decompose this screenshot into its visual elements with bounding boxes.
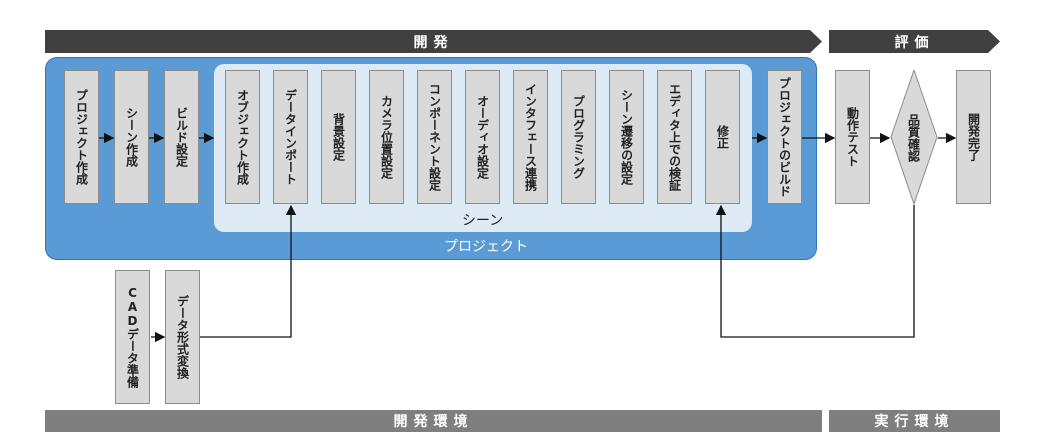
phase-eval-bar: 評価 xyxy=(829,30,1000,53)
decision-quality-check: 品質確認 xyxy=(890,70,938,205)
scene-step: シーン遷移の設定 xyxy=(609,70,644,204)
step-dev-complete: 開発完了 xyxy=(956,70,991,204)
scene-step: 背景設定 xyxy=(321,70,356,204)
scene-step: オーディオ設定 xyxy=(465,70,500,204)
env-runtime-bar: 実行環境 xyxy=(829,410,1000,432)
step-cad-prep: CADデータ準備 xyxy=(115,270,150,404)
scene-step: エディタ上での検証 xyxy=(657,70,692,204)
step-project-create: プロジェクト作成 xyxy=(64,70,99,204)
env-dev-bar: 開発環境 xyxy=(45,410,822,432)
scene-step: データインポート xyxy=(273,70,308,204)
scene-step: カメラ位置設定 xyxy=(369,70,404,204)
step-project-build: プロジェクトのビルド xyxy=(767,70,802,204)
step-format-convert: データ形式変換 xyxy=(165,270,200,404)
scene-label: シーン xyxy=(462,213,504,229)
step-scene-create: シーン作成 xyxy=(114,70,149,204)
step-operation-test: 動作テスト xyxy=(835,70,870,204)
project-label: プロジェクト xyxy=(444,239,528,255)
step-build-settings: ビルド設定 xyxy=(164,70,199,204)
phase-dev-bar: 開発 xyxy=(45,30,822,53)
scene-step: オブジェクト作成 xyxy=(225,70,260,204)
scene-step: コンポーネント設定 xyxy=(417,70,452,204)
scene-step: インタフェース連携 xyxy=(513,70,548,204)
scene-step: プログラミング xyxy=(561,70,596,204)
scene-step-fix: 修正 xyxy=(705,70,740,204)
